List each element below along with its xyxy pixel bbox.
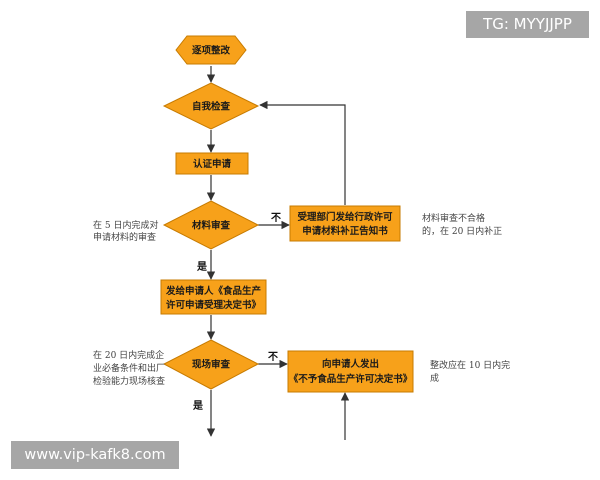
note-material-left-line1: 在 5 日内完成对 (93, 219, 158, 231)
label-site-yes: 是 (192, 400, 203, 412)
edges (206, 66, 350, 440)
node-material-review-text: 材料审查 (191, 220, 231, 232)
node-start-text: 逐项整改 (192, 45, 231, 57)
node-material-review-shape (162, 200, 260, 250)
label-site-no: 不 (268, 351, 278, 363)
watermark-bottom-left: www.vip-kafk8.com (11, 441, 179, 469)
nodes: 逐项整改 自我检查 认证申请 材料审查 受理部门发给行政许可 申请材料补正告知书… (160, 35, 414, 393)
note-material-right-line2: 的，在 20 日内补正 (422, 225, 502, 237)
note-site-left-line2: 业必备条件和出厂 (93, 362, 165, 374)
label-material-yes: 是 (196, 261, 207, 273)
note-material-left-line2: 申请材料的审查 (93, 231, 156, 243)
node-self-check-text: 自我检查 (192, 101, 231, 113)
node-start-shape (175, 35, 247, 65)
node-reject-notice-line1: 向申请人发出 (322, 358, 379, 370)
node-accept-notice-line2: 申请材料补正告知书 (302, 225, 388, 237)
label-material-no: 不 (271, 212, 281, 224)
note-site-right-line1: 整改应在 10 日内完 (430, 359, 510, 371)
node-issue-decision-line2: 许可申请受理决定书》 (166, 299, 261, 311)
edge-labels: 不 是 不 是 (192, 212, 281, 412)
notes: 在 5 日内完成对 申请材料的审查 材料审查不合格 的，在 20 日内补正 在 … (93, 212, 510, 387)
node-site-review-shape (162, 339, 260, 390)
note-site-right-line2: 成 (430, 372, 439, 384)
node-cert-apply-shape (175, 152, 249, 175)
node-issue-decision-shape (160, 279, 267, 315)
node-self-check-shape (162, 82, 260, 130)
edge-accept-to-self-check (259, 100, 346, 205)
node-site-review-text: 现场审查 (192, 359, 231, 371)
node-accept-notice-line1: 受理部门发给行政许可 (297, 211, 393, 223)
node-reject-notice-shape (287, 350, 414, 393)
node-accept-notice-shape (289, 205, 401, 242)
node-issue-decision-line1: 发给申请人《食品生产 (165, 285, 262, 297)
node-reject-notice-line2: 《不予食品生产许可决定书》 (289, 373, 413, 385)
note-site-left-line1: 在 20 日内完成企 (93, 349, 164, 361)
note-material-right-line1: 材料审查不合格 (422, 212, 485, 224)
note-site-left-line3: 检验能力现场核查 (93, 375, 165, 387)
node-cert-apply-text: 认证申请 (193, 158, 232, 170)
watermark-top-right: TG: MYYJJPP (466, 11, 589, 38)
